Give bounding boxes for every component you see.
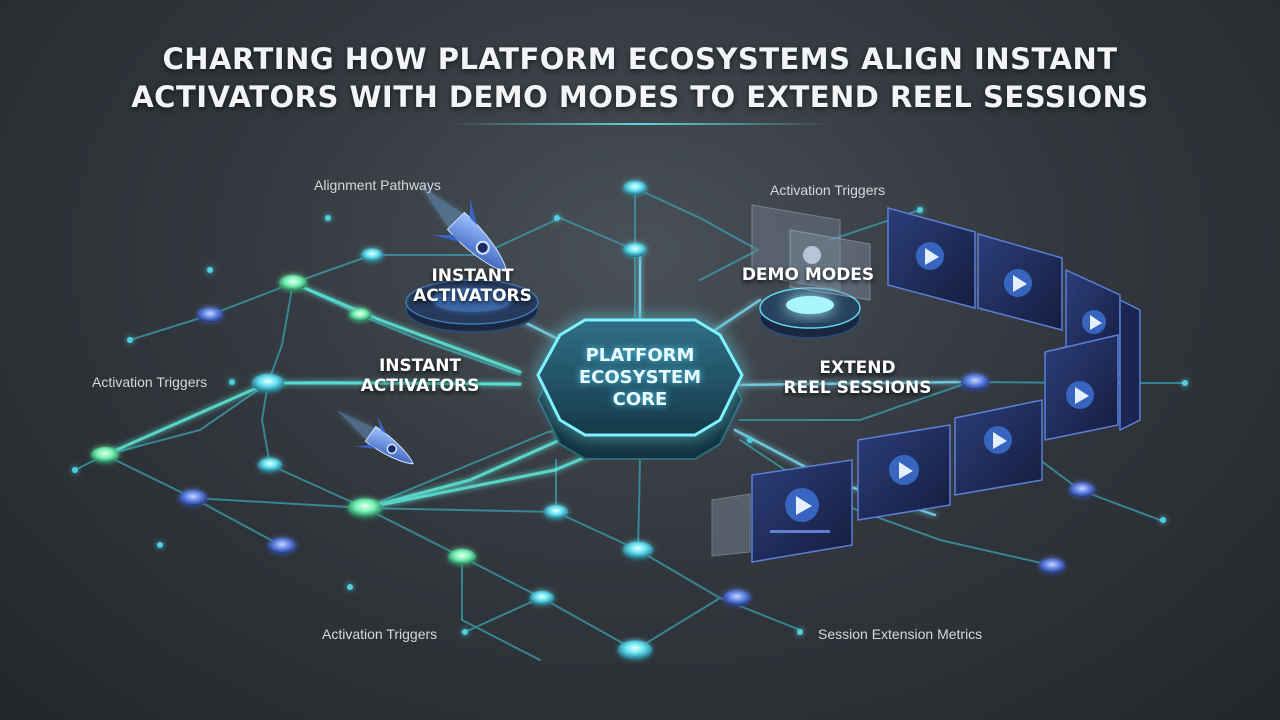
play-icon <box>899 462 913 479</box>
session-extension-metrics-annotation: Session Extension Metrics <box>818 626 983 642</box>
network-node <box>349 308 371 322</box>
network-dot <box>917 207 923 213</box>
title-divider <box>448 123 832 125</box>
network-node <box>361 248 383 262</box>
network-dot <box>462 629 468 635</box>
network-dot <box>325 215 331 221</box>
activation-triggers-top-annotation: Activation Triggers <box>770 182 886 198</box>
network-dot <box>1160 517 1166 523</box>
instant-activators-left-line-1: INSTANT <box>378 356 462 376</box>
play-icon <box>925 248 939 265</box>
title-line-2: ACTIVATORS WITH DEMO MODES TO EXTEND REE… <box>131 80 1149 114</box>
network-dot <box>207 267 213 273</box>
network-node <box>348 498 382 518</box>
activation-triggers-bottom-annotation: Activation Triggers <box>322 626 438 642</box>
instant-activators-platform <box>405 279 539 333</box>
network-dot <box>554 215 560 221</box>
demo-modes-label: DEMO MODES <box>728 265 888 285</box>
instant-activators-left-line-2: ACTIVATORS <box>360 376 480 396</box>
page-title: CHARTING HOW PLATFORM ECOSYSTEMS ALIGN I… <box>0 40 1280 116</box>
play-icon <box>993 432 1007 449</box>
instant-activators-top-line-1: INSTANT <box>431 266 514 286</box>
network-node <box>623 181 647 195</box>
play-icon <box>1075 387 1089 404</box>
core-label-line-2: ECOSYSTEM <box>578 367 702 388</box>
alignment-pathways-annotation: Alignment Pathways <box>314 177 441 193</box>
video-panel <box>1044 334 1119 441</box>
network-node <box>618 640 652 660</box>
play-icon <box>1013 275 1027 292</box>
extend-reel-sessions-line-1: EXTEND <box>819 358 896 378</box>
network-node <box>623 541 653 559</box>
extend-reel-sessions-label: EXTEND REEL SESSIONS <box>775 358 940 398</box>
instant-activators-top-label: INSTANT ACTIVATORS <box>405 266 540 306</box>
network-nodes <box>91 181 1095 660</box>
network-node <box>961 374 989 390</box>
core-label-line-3: CORE <box>612 389 668 410</box>
network-dot <box>747 437 753 443</box>
extend-reel-sessions-line-2: REEL SESSIONS <box>783 378 932 398</box>
network-node <box>1069 482 1095 498</box>
network-dot <box>347 584 353 590</box>
title-line-1: CHARTING HOW PLATFORM ECOSYSTEMS ALIGN I… <box>162 42 1118 76</box>
core-label: PLATFORM ECOSYSTEM CORE <box>545 345 735 411</box>
video-panel <box>977 233 1063 331</box>
network-dot <box>1182 380 1188 386</box>
demo-screen-panels <box>751 204 871 301</box>
reel-strip <box>711 207 1141 563</box>
network-node <box>252 374 284 392</box>
video-panel <box>1119 298 1141 432</box>
video-panel <box>857 424 951 521</box>
activation-triggers-left-annotation: Activation Triggers <box>92 374 208 390</box>
network-dot <box>127 337 133 343</box>
core-label-line-1: PLATFORM <box>585 345 695 366</box>
demo-modes-platform <box>759 287 861 339</box>
rocket-icon <box>420 185 508 273</box>
network-dot <box>72 467 78 473</box>
network-node <box>91 447 119 463</box>
network-node <box>1039 558 1065 574</box>
network-node <box>279 275 307 291</box>
play-icon <box>796 496 812 515</box>
network-dot <box>229 379 235 385</box>
network-node <box>258 458 282 472</box>
video-panel <box>954 399 1043 496</box>
video-panel <box>751 459 853 563</box>
network-node <box>530 591 554 605</box>
play-icon <box>1090 315 1102 330</box>
instant-activators-left-label: INSTANT ACTIVATORS <box>350 356 490 396</box>
network-dot <box>797 629 803 635</box>
demo-modes-line-1: DEMO MODES <box>741 265 875 285</box>
network-node <box>448 549 476 565</box>
network-dot <box>157 542 163 548</box>
instant-activators-top-line-2: ACTIVATORS <box>413 286 532 306</box>
network-node <box>197 307 223 323</box>
network-node <box>623 243 647 257</box>
network-node <box>544 505 568 519</box>
platform-core <box>536 318 744 460</box>
network-node <box>268 538 296 554</box>
video-panel <box>887 207 976 309</box>
network-node <box>179 490 207 506</box>
rocket-icon <box>336 410 414 465</box>
network-node <box>723 590 751 606</box>
